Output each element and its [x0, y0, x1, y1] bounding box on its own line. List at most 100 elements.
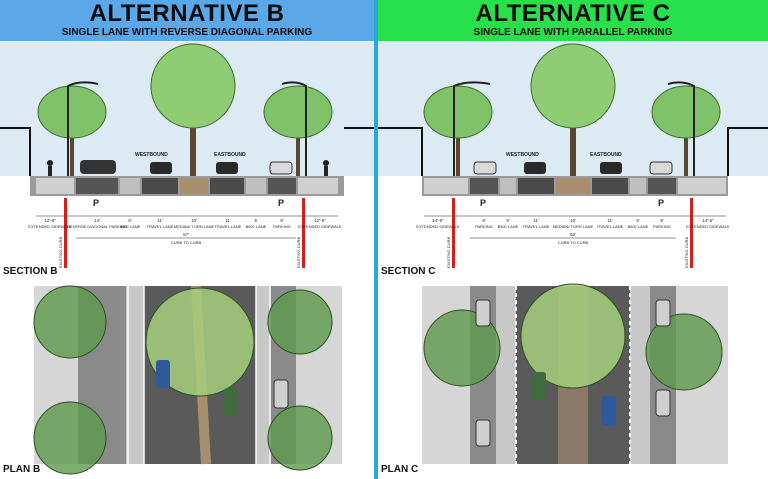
section-c-existing-curb-left — [452, 198, 455, 268]
section-b-segment-labels: 12'-6" EXTENDED SIDEWALK 14' REVERSE DIA… — [28, 218, 342, 229]
section-c-parking-marking-right: P — [658, 198, 664, 208]
seg-b-8-label: EXTENDED SIDEWALK — [298, 224, 342, 229]
section-b-parking-marking-right: P — [278, 198, 284, 208]
section-b-median — [180, 178, 208, 194]
plan-c-car-parked-4 — [655, 389, 671, 417]
section-b-left-sidewalk — [36, 178, 74, 194]
section-c-lamp-left — [453, 81, 491, 176]
plan-c-label: PLAN C — [381, 464, 419, 475]
section-c-median — [556, 178, 590, 194]
section-b-right-sidewalk — [298, 178, 338, 194]
seg-c-7-dim: 8' — [660, 218, 664, 223]
plan-b-car-blue — [156, 360, 170, 388]
section-c-car-parked-left — [473, 161, 497, 175]
alternative-c-title: ALTERNATIVE C — [475, 0, 671, 27]
section-c-curb-to-curb-dim: 62' — [570, 232, 576, 237]
section-b-label: SECTION B — [3, 266, 58, 277]
alternative-c-drawing: WESTBOUND EASTBOUND P P EXISTING CURB EX… — [378, 42, 768, 464]
section-c-eastbound-label: EASTBOUND — [590, 152, 622, 158]
section-c-travel-lane-eb — [592, 178, 628, 194]
seg-c-1-label: PARKING — [475, 224, 493, 229]
alternative-b-header: ALTERNATIVE B SINGLE LANE WITH REVERSE D… — [0, 0, 374, 41]
seg-b-8-dim: 12'-6" — [314, 218, 326, 223]
section-c-tree-right — [651, 85, 721, 176]
section-b-existing-curb-label: EXISTING CURB — [58, 237, 63, 268]
plan-c-tree-left — [423, 309, 501, 387]
seg-c-5-label: TRAVEL LANE — [597, 224, 624, 229]
panel-divider — [374, 0, 378, 479]
alternative-b-drawing: WESTBOUND EASTBOUND P P EXISTING CURB EX… — [0, 42, 374, 475]
plan-c-bike-lane-left — [496, 286, 516, 464]
section-b-car-parked — [80, 160, 116, 174]
section-b-bike-lane-right — [246, 178, 266, 194]
seg-b-2-dim: 6' — [128, 218, 132, 223]
seg-b-1-dim: 14' — [94, 218, 100, 223]
plan-c-car-blue — [602, 396, 616, 426]
plan-b-car-parked — [273, 379, 289, 409]
section-c-travel-lane-wb — [518, 178, 554, 194]
plan-c-car-parked-2 — [475, 419, 491, 447]
section-c-label: SECTION C — [381, 266, 436, 277]
section-c-right-sidewalk — [678, 178, 726, 194]
plan-b-bike-lane-left — [126, 286, 144, 464]
seg-c-6-dim: 5' — [636, 218, 640, 223]
plan-c-car-parked-1 — [475, 299, 491, 327]
section-c-tree-center — [530, 43, 616, 176]
alternative-c-header: ALTERNATIVE C SINGLE LANE WITH PARALLEL … — [378, 0, 768, 41]
plan-c-tree-right — [645, 313, 723, 391]
seg-c-2-dim: 5' — [506, 218, 510, 223]
seg-b-1-label: REVERSE DIAGONAL PARKING — [67, 224, 127, 229]
section-c-lamp-right — [667, 81, 695, 176]
plan-b — [33, 285, 342, 475]
seg-c-8-dim: 14'-6" — [702, 218, 714, 223]
seg-c-4-dim: 10' — [570, 218, 576, 223]
seg-c-3-label: TRAVEL LANE — [523, 224, 550, 229]
section-c-bike-lane-right — [630, 178, 646, 194]
seg-c-6-label: BIKE LANE — [628, 224, 649, 229]
seg-b-5-label: TRAVEL LANE — [215, 224, 242, 229]
section-b-existing-curb-right — [302, 198, 305, 268]
section-c-existing-curb-right — [690, 198, 693, 268]
section-b-pedestrian-right — [323, 160, 329, 166]
section-c-left-sidewalk — [424, 178, 468, 194]
plan-c — [422, 283, 728, 464]
section-c-tree-left — [423, 85, 493, 176]
plan-b-car-green — [224, 388, 238, 416]
plan-b-tree-1 — [33, 285, 107, 359]
section-c-curb-to-curb-label: CURB TO CURB — [558, 240, 589, 245]
seg-b-4-label: MEDIAN/ TURN LANE — [174, 224, 215, 229]
section-b-tree-left — [37, 85, 107, 176]
section-b-westbound-label: WESTBOUND — [135, 152, 168, 158]
section-b-parking-right — [268, 178, 296, 194]
seg-b-6-dim: 5' — [254, 218, 258, 223]
section-b-pedestrian — [47, 160, 53, 166]
section-b-travel-lane-wb — [142, 178, 178, 194]
plan-b-tree-3 — [267, 289, 333, 355]
section-b-lamp-left — [67, 81, 99, 176]
section-c-existing-curb-label: EXISTING CURB — [446, 237, 451, 268]
section-c-bike-lane-left — [500, 178, 516, 194]
seg-b-2-label: BIKE LANE — [120, 224, 141, 229]
seg-c-1-dim: 8' — [482, 218, 486, 223]
plan-b-tree-4 — [267, 405, 333, 471]
alternative-b-panel: ALTERNATIVE B SINGLE LANE WITH REVERSE D… — [0, 0, 374, 479]
section-c-building-outline — [378, 127, 768, 176]
section-b-building-outline — [0, 127, 374, 176]
seg-b-3-dim: 11' — [157, 218, 163, 223]
plan-b-label: PLAN B — [3, 464, 41, 475]
section-b-reverse-diagonal-parking — [76, 178, 118, 194]
plan-c-car-green — [532, 372, 546, 400]
seg-c-2-label: BIKE LANE — [498, 224, 519, 229]
section-b-bike-lane-left — [120, 178, 140, 194]
seg-c-0-dim: 14'-6" — [432, 218, 444, 223]
seg-b-6-label: BIKE LANE — [246, 224, 267, 229]
plan-b-tree-median — [145, 287, 255, 397]
section-c-car-eb — [600, 162, 622, 174]
seg-b-5-dim: 11' — [225, 218, 231, 223]
seg-c-5-dim: 11' — [607, 218, 613, 223]
section-b-car-wb — [150, 162, 172, 174]
section-c-existing-curb-label-right: EXISTING CURB — [684, 237, 689, 268]
section-b-tree-right — [263, 85, 333, 176]
section-b-parking-marking: P — [93, 198, 99, 208]
alternative-b-subtitle: SINGLE LANE WITH REVERSE DIAGONAL PARKIN… — [61, 27, 313, 38]
